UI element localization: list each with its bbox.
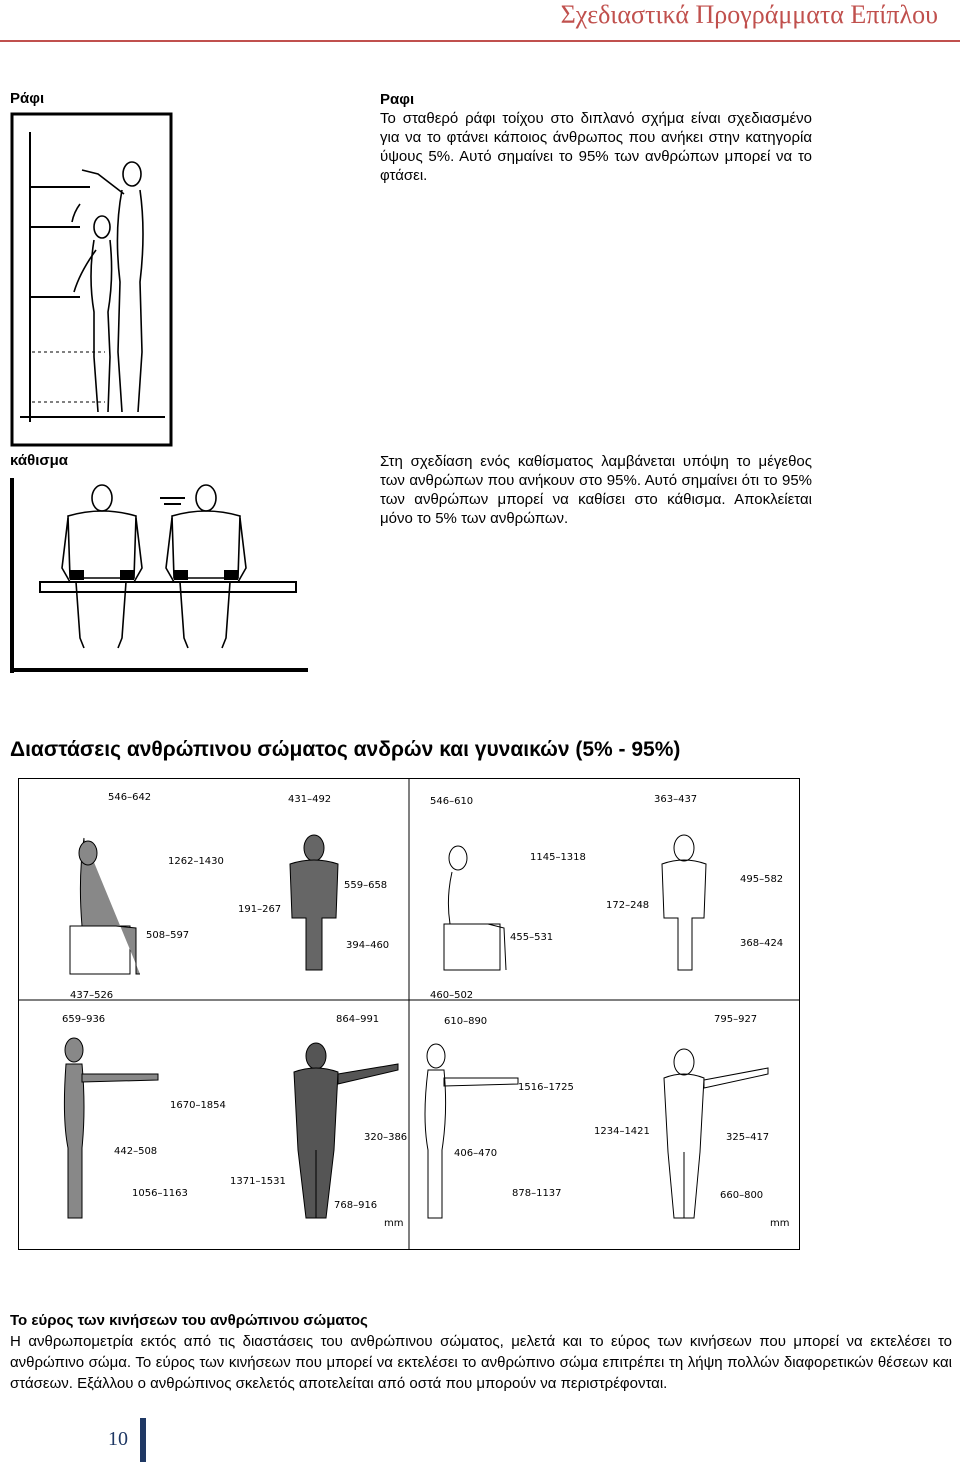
dim-male-standing-hand: 1056–1163 [132,1188,188,1199]
shelf-title: Ραφι [380,91,415,108]
dimensions-figure: 546–642 1262–1430 508–597 437–526 431–49… [18,778,800,1250]
shelf-label: Ράφι [10,90,45,107]
dim-male-front-shoulder: 559–658 [344,880,387,891]
male-seated-side: 546–642 1262–1430 508–597 437–526 [69,792,224,1001]
page-header-title: Σχεδιαστικά Προγράμματα Επίπλου [560,0,938,29]
dim-female-front-standing-top: 795–927 [714,1014,757,1025]
dim-male-front-hip: 191–267 [238,904,281,915]
dim-male-front-standing-stance: 768–916 [334,1200,377,1211]
dim-female-standing-height: 1516–1725 [518,1082,574,1093]
movement-title: Το εύρος των κινήσεων του ανθρώπινου σώμ… [10,1312,368,1329]
female-seated-side: 546–610 1145–1318 455–531 460–502 [430,796,586,1001]
male-standing-side: 659–936 1670–1854 442–508 1056–1163 [62,1014,226,1219]
dim-female-front-hip: 172–248 [606,900,649,911]
seat-figure [10,478,310,673]
movement-text: Η ανθρωπομετρία εκτός από τις διαστάσεις… [10,1333,952,1392]
dim-female-front-top: 363–437 [654,794,697,805]
dim-male-side-height: 1262–1430 [168,856,224,867]
seat-paragraph: Στη σχεδίαση ενός καθίσματος λαμβάνεται … [380,453,812,527]
seat-label: κάθισμα [10,452,69,469]
female-seated-front: 363–437 495–582 172–248 368–424 [606,794,783,971]
shelf-paragraph: Ραφι Το σταθερό ράφι τοίχου στο διπλανό … [380,90,812,185]
header-rule [0,40,960,42]
unit-mm-left: mm [384,1218,403,1229]
page-number: 10 [108,1428,128,1450]
dim-male-side-knee: 508–597 [146,930,189,941]
shelf-text: Το σταθερό ράφι τοίχου στο διπλανό σχήμα… [380,110,812,184]
male-standing-front: 864–991 320–386 1371–1531 768–916 [230,1014,407,1219]
dim-female-standing-top: 610–890 [444,1016,487,1027]
dim-female-standing-hand: 878–1137 [512,1188,562,1199]
dim-male-front-standing-shoulder: 320–386 [364,1132,407,1143]
dim-female-front-standing-hip: 1234–1421 [594,1126,650,1137]
dim-male-standing-height: 1670–1854 [170,1100,226,1111]
female-standing-side: 610–890 1516–1725 406–470 878–1137 [424,1016,574,1219]
dim-female-front-shoulder: 495–582 [740,874,783,885]
dim-male-front-top: 431–492 [288,794,331,805]
dim-male-standing-top: 659–936 [62,1014,105,1025]
dim-female-front-standing-stance: 660–800 [720,1190,763,1201]
dim-male-front-standing-hip: 1371–1531 [230,1176,286,1187]
dim-male-front-standing-top: 864–991 [336,1014,379,1025]
dim-male-front-legs: 394–460 [346,940,389,951]
movement-section: Το εύρος των κινήσεων του ανθρώπινου σώμ… [10,1310,952,1394]
dim-female-side-bottom: 460–502 [430,990,473,1001]
unit-mm-right: mm [770,1218,789,1229]
dimensions-heading: Διαστάσεις ανθρώπινου σώματος ανδρών και… [10,738,681,761]
dim-male-side-top: 546–642 [108,792,151,803]
shelf-figure [10,112,173,447]
dim-female-front-legs: 368–424 [740,938,783,949]
dim-female-side-knee: 455–531 [510,932,553,943]
dim-female-front-standing-shoulder: 325–417 [726,1132,769,1143]
female-standing-front: 795–927 1234–1421 325–417 660–800 [594,1014,769,1219]
dim-male-side-bottom: 437–526 [70,990,113,1001]
dim-female-side-top: 546–610 [430,796,473,807]
page-number-bar [140,1418,146,1462]
dim-female-side-height: 1145–1318 [530,852,586,863]
dim-male-standing-elbow: 442–508 [114,1146,157,1157]
dim-female-standing-elbow: 406–470 [454,1148,497,1159]
male-seated-front: 431–492 559–658 191–267 394–460 [238,794,389,971]
